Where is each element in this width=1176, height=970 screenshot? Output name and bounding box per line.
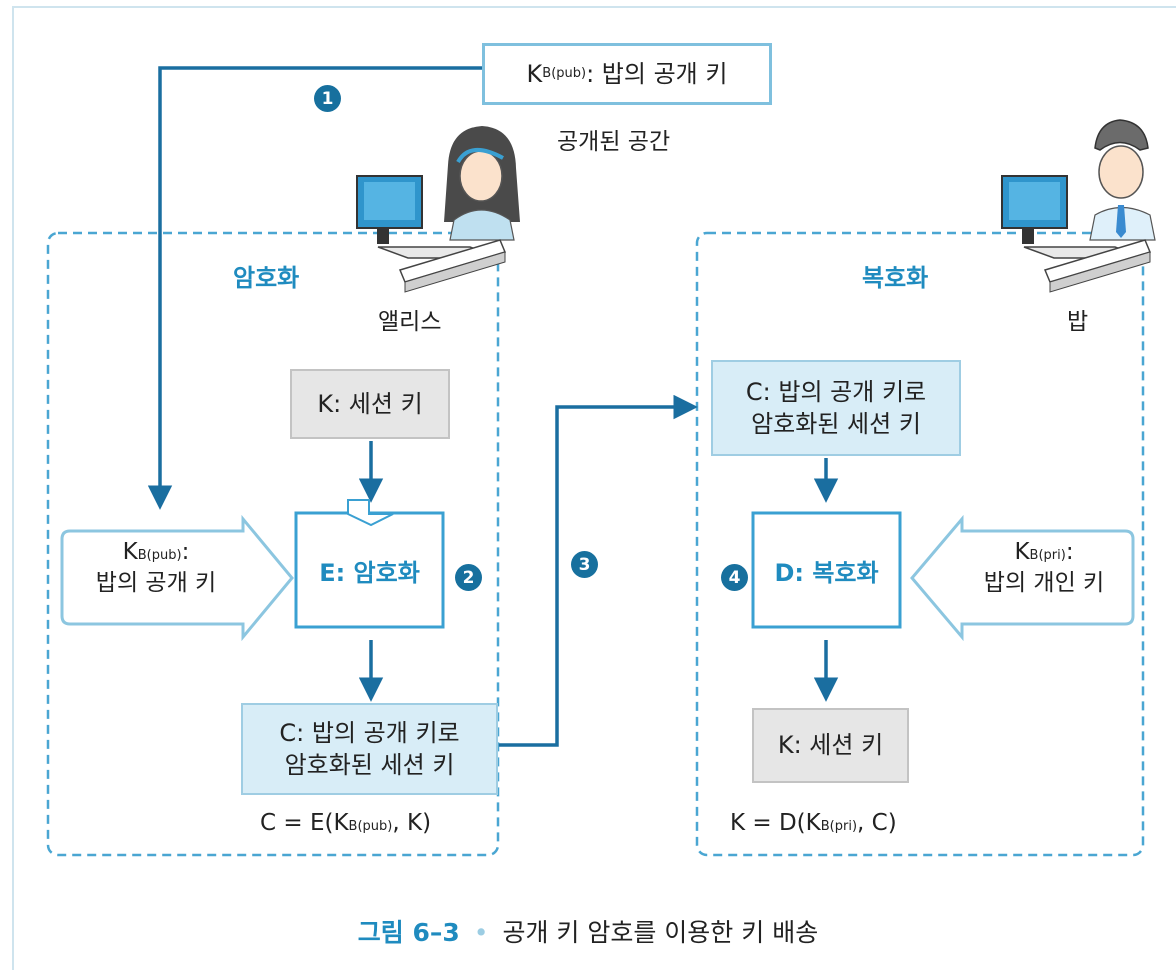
decrypt-process-label: D: 복호화 (774, 558, 879, 587)
bob-cipher-line1: C: 밥의 공개 키로 (745, 377, 927, 406)
bob-name: 밥 (1067, 309, 1089, 335)
pubkey-input-arrow (60, 514, 294, 642)
encryption-zone (46, 231, 500, 857)
bob-privkey-text: 밥의 개인 키 (983, 570, 1105, 597)
arrow-public-key-distribution (147, 66, 482, 510)
bob-cipher-box: C: 밥의 공개 키로 암호화된 세션 키 (711, 360, 961, 456)
decryption-zone-title: 복호화 (862, 264, 929, 292)
alice-cipher-box: C: 밥의 공개 키로 암호화된 세션 키 (241, 703, 498, 795)
figure-caption: 그림 6–3 • 공개 키 암호를 이용한 키 배송 (0, 913, 1176, 949)
encrypt-process-frame (294, 511, 445, 629)
step-2-badge: 2 (455, 564, 482, 591)
decryption-formula-sub: B(pri) (820, 819, 858, 834)
alice-pubkey-label: KB(pub): 밥의 공개 키 (70, 537, 242, 599)
bob-illustration (1001, 119, 1156, 293)
step-4-badge: 4 (721, 564, 748, 591)
figure-frame (12, 6, 1176, 970)
alice-pubkey-subscript: B(pub) (137, 548, 182, 563)
alice-pubkey-text: 밥의 공개 키 (95, 570, 217, 597)
alice-illustration (356, 126, 520, 293)
encryption-formula: C = E(KB(pub), K) (260, 810, 431, 836)
alice-cipher-line1: C: 밥의 공개 키로 (279, 718, 460, 747)
arrow-cipher-transmission (499, 394, 698, 747)
public-space-caption: 공개된 공간 (557, 129, 671, 155)
decryption-formula: K = D(KB(pri), C) (730, 810, 897, 836)
bob-session-key-box: K: 세션 키 (752, 708, 909, 783)
encryption-formula-post: , K) (392, 810, 432, 836)
alice-cipher-line2: 암호화된 세션 키 (284, 751, 455, 779)
step-3-badge: 3 (571, 551, 598, 578)
decrypt-process-frame (751, 511, 902, 629)
alice-pubkey-symbol: K (122, 539, 138, 565)
bob-privkey-label: KB(pri): 밥의 개인 키 (962, 537, 1126, 599)
encrypt-process-label: E: 암호화 (319, 558, 420, 587)
bob-privkey-symbol: K (1014, 539, 1030, 565)
bob-privkey-subscript: B(pri) (1029, 548, 1066, 563)
alice-name: 앨리스 (378, 309, 442, 335)
step-1-badge: 1 (314, 85, 341, 112)
encrypt-frame-corners (347, 499, 394, 527)
privkey-input-arrow (910, 514, 1135, 642)
alice-pubkey-colon: : (181, 539, 190, 565)
encryption-formula-pre: C = E(K (260, 810, 349, 836)
figure-number: 그림 6–3 (357, 918, 460, 947)
decryption-zone (695, 231, 1145, 857)
bob-cipher-line2: 암호화된 세션 키 (751, 410, 921, 438)
caption-bullet: • (473, 918, 489, 947)
public-key-text: : 밥의 공개 키 (586, 59, 728, 88)
public-key-symbol: K (526, 59, 543, 88)
encryption-formula-sub: B(pub) (348, 819, 393, 834)
bob-privkey-colon: : (1065, 539, 1074, 565)
decryption-formula-post: , C) (857, 810, 897, 836)
alice-session-key-box: K: 세션 키 (290, 369, 450, 439)
public-key-subscript: B(pub) (542, 66, 587, 82)
encryption-zone-title: 암호화 (233, 264, 300, 292)
decryption-formula-pre: K = D(K (730, 810, 821, 836)
caption-text: 공개 키 암호를 이용한 키 배송 (502, 918, 819, 947)
